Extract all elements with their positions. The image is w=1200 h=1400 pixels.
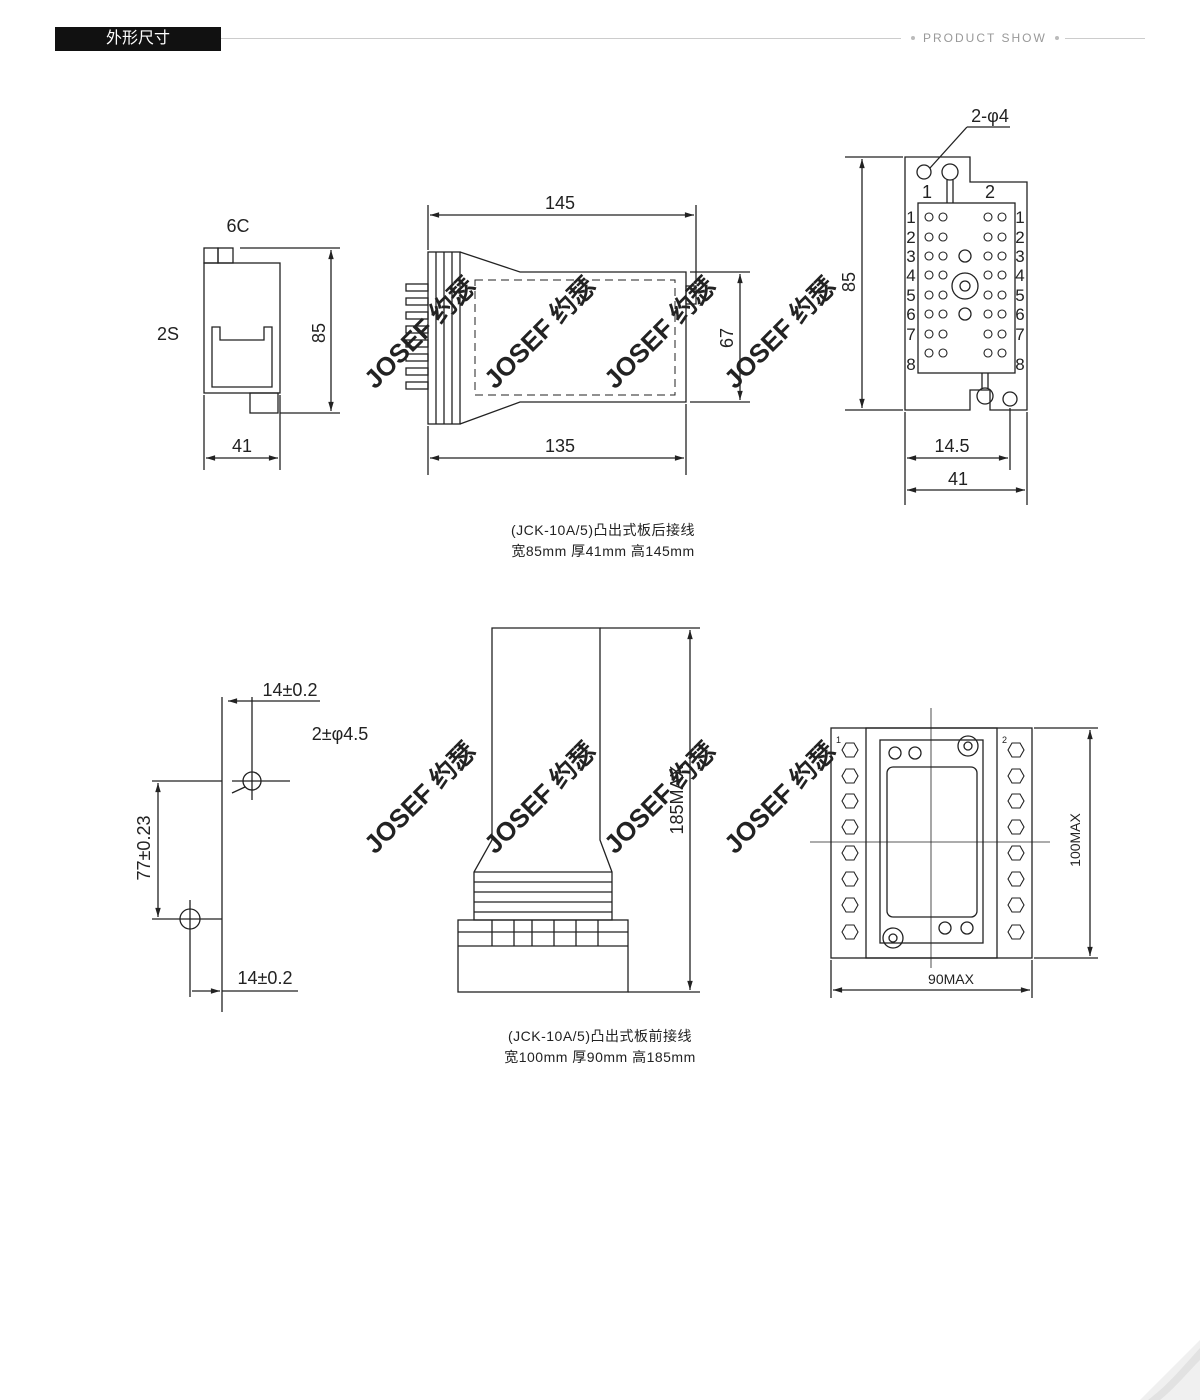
row-number: 4 bbox=[906, 266, 915, 285]
row-number: 3 bbox=[906, 247, 915, 266]
front-width-max-dim: 90MAX bbox=[928, 971, 975, 987]
row-number: 2 bbox=[906, 228, 915, 247]
front-left-terminal-label: 1 bbox=[836, 735, 841, 745]
row-number: 1 bbox=[1015, 208, 1024, 227]
row-number: 5 bbox=[1015, 286, 1024, 305]
top-caption: (JCK-10A/5)凸出式板后接线 宽85mm 厚41mm 高145mm bbox=[403, 520, 803, 562]
rear-offset-dim: 14.5 bbox=[934, 436, 969, 456]
side-left-label: 2S bbox=[157, 324, 179, 344]
rear-terminal-drawing bbox=[845, 126, 1028, 505]
top-caption-model: (JCK-10A/5)凸出式板后接线 bbox=[510, 522, 696, 538]
section-subtitle: PRODUCT SHOW bbox=[923, 31, 1047, 45]
front-right-terminal-label: 2 bbox=[1002, 735, 1007, 745]
header-divider-right bbox=[1065, 38, 1145, 39]
rear-height-dim: 85 bbox=[839, 272, 859, 292]
panel-cutout-drawing bbox=[152, 697, 320, 1012]
header-divider bbox=[221, 38, 901, 39]
cutout-holes-label: 2±φ4.5 bbox=[312, 724, 369, 744]
rear-col-left: 1 bbox=[922, 182, 932, 202]
row-number: 6 bbox=[1015, 305, 1024, 324]
watermark: JOSEF 约瑟 bbox=[478, 271, 601, 394]
row-number: 4 bbox=[1015, 266, 1024, 285]
bottom-caption-dimensions: 宽100mm 厚90mm 高185mm bbox=[504, 1049, 696, 1065]
bottom-caption: (JCK-10A/5)凸出式板前接线 宽100mm 厚90mm 高185mm bbox=[400, 1026, 800, 1068]
total-length-dim: 145 bbox=[545, 193, 575, 213]
watermark: JOSEF 约瑟 bbox=[358, 736, 481, 859]
rear-row-numbers-left: 1 2 3 4 5 6 7 8 bbox=[906, 208, 915, 374]
side-height-max-dim: 185MAX bbox=[667, 765, 687, 834]
watermark: JOSEF 约瑟 bbox=[478, 736, 601, 859]
watermark: JOSEF 约瑟 bbox=[598, 271, 721, 394]
row-number: 6 bbox=[906, 305, 915, 324]
row-number: 7 bbox=[906, 325, 915, 344]
bottom-caption-model: (JCK-10A/5)凸出式板前接线 bbox=[507, 1028, 693, 1044]
rear-col-right: 2 bbox=[985, 182, 995, 202]
header-dot-left bbox=[911, 36, 915, 40]
row-number: 3 bbox=[1015, 247, 1024, 266]
row-number: 7 bbox=[1015, 325, 1024, 344]
side-top-label: 6C bbox=[226, 216, 249, 236]
front-height-max-dim: 100MAX bbox=[1067, 812, 1083, 866]
rear-row-numbers-right: 1 2 3 4 5 6 7 8 bbox=[1015, 208, 1024, 374]
depth-dim: 67 bbox=[717, 328, 737, 348]
row-number: 1 bbox=[906, 208, 915, 227]
watermark: JOSEF 约瑟 bbox=[598, 736, 721, 859]
cutout-vertical-dim: 77±0.23 bbox=[134, 816, 154, 881]
length-profile-drawing bbox=[405, 205, 750, 475]
page-curl-decoration bbox=[1140, 1340, 1200, 1400]
rear-holes-label: 2-φ4 bbox=[971, 106, 1009, 126]
front-terminal-drawing bbox=[810, 708, 1098, 998]
row-number: 2 bbox=[1015, 228, 1024, 247]
cutout-bottom-dim: 14±0.2 bbox=[238, 968, 293, 988]
rear-width-dim: 41 bbox=[948, 469, 968, 489]
side-profile-drawing bbox=[203, 247, 340, 470]
side-height-dim: 85 bbox=[309, 323, 329, 343]
top-caption-dimensions: 宽85mm 厚41mm 高145mm bbox=[511, 543, 695, 559]
cutout-top-dim: 14±0.2 bbox=[263, 680, 318, 700]
watermark: JOSEF 约瑟 bbox=[718, 736, 841, 859]
row-number: 5 bbox=[906, 286, 915, 305]
row-number: 8 bbox=[906, 355, 915, 374]
header-dot-right bbox=[1055, 36, 1059, 40]
row-number: 8 bbox=[1015, 355, 1024, 374]
side-width-dim: 41 bbox=[232, 436, 252, 456]
section-title: 外形尺寸 bbox=[55, 27, 221, 51]
front-side-profile-drawing bbox=[457, 627, 700, 993]
body-length-dim: 135 bbox=[545, 436, 575, 456]
